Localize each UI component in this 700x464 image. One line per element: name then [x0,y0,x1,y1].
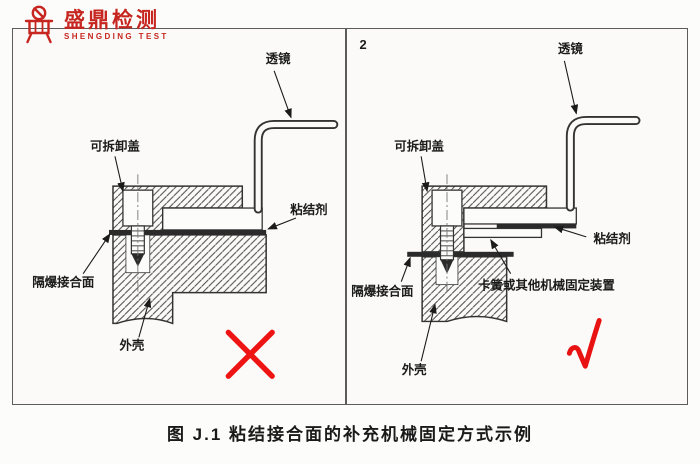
logo-english-name: SHENGDING TEST [64,31,169,41]
label-shell: 外壳 [401,362,427,377]
brand-logo: 盛鼎检测 SHENGDING TEST [20,4,169,46]
figure-box: 可拆卸盖 透镜 粘结剂 隔爆接合面 外壳 [12,28,688,405]
adhesive-layer [496,223,577,229]
panel-correct-example: 2 [347,29,687,404]
leader-cover [114,156,125,193]
incorrect-mark-icon [225,329,275,379]
diagram-incorrect: 可拆卸盖 透镜 粘结剂 隔爆接合面 外壳 [32,51,339,379]
leader-snap-ring [489,238,511,274]
figure-caption: 图 J.1 粘结接合面的补充机械固定方式示例 [166,425,534,444]
leader-cover [420,156,430,193]
label-joint: 隔爆接合面 [351,284,413,299]
leader-adhesive [553,225,587,238]
label-adhesive: 粘结剂 [593,231,630,246]
joint-line [406,251,514,257]
leader-joint [82,233,111,275]
leader-adhesive [267,217,297,230]
lens-foot [162,207,263,231]
panel-divider [345,29,347,404]
shengding-emblem-icon [24,5,54,44]
label-lens: 透镜 [558,41,583,56]
housing-section [112,234,267,325]
lens-foot [463,207,577,225]
page-number: 2 [359,37,366,52]
panel-incorrect-example: 可拆卸盖 透镜 粘结剂 隔爆接合面 外壳 [13,29,345,404]
label-cover: 可拆卸盖 [90,138,140,153]
correct-mark-icon [566,317,602,369]
leader-shell [138,297,152,338]
logo-chinese-name: 盛鼎检测 [64,8,160,32]
leader-joint [400,256,411,282]
leader-shell [420,303,437,362]
lens-profile [253,120,339,214]
leader-lens [563,60,578,115]
fastening-bolt [122,174,154,300]
label-joint: 隔爆接合面 [32,275,94,290]
fastening-bolt [431,174,463,292]
leader-lens [273,70,292,119]
label-lens: 透镜 [266,51,291,66]
label-cover: 可拆卸盖 [394,138,444,153]
label-shell: 外壳 [118,337,144,352]
label-adhesive: 粘结剂 [290,202,327,217]
label-snap-ring: 卡簧或其他机械固定装置 [478,278,615,293]
lens-profile [565,116,641,212]
adhesive-joint-line [109,229,267,235]
snap-ring-plate [463,227,542,239]
diagram-correct: 2 [351,37,641,377]
